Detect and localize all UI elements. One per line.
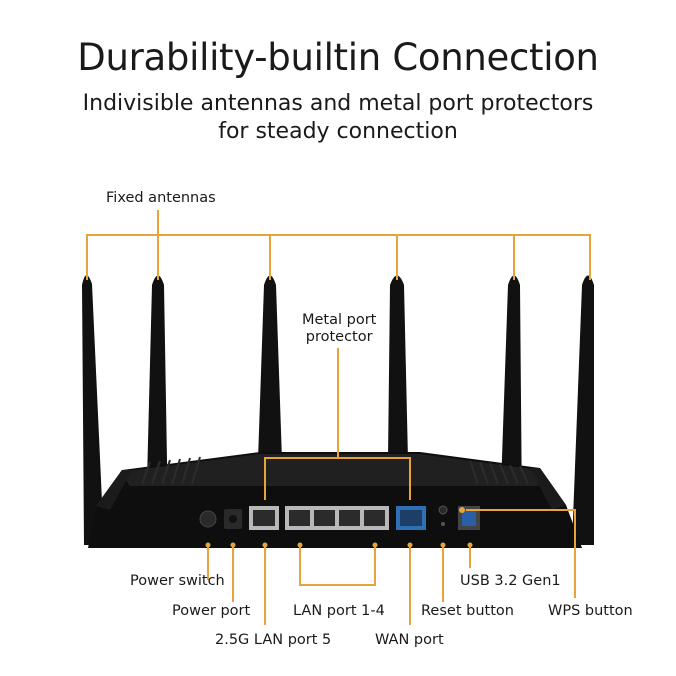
lan-ports-1-4-icon xyxy=(285,506,389,530)
page-subtitle: Indivisible antennas and metal port prot… xyxy=(0,90,676,146)
wan-port-icon xyxy=(396,506,426,530)
usb-label: USB 3.2 Gen1 xyxy=(460,573,561,589)
antenna-1 xyxy=(82,275,104,545)
lan-port-5-icon xyxy=(249,506,279,530)
wps-callout xyxy=(466,509,576,598)
reset-button-icon xyxy=(438,505,448,526)
metal-port-protector-line-2: protector xyxy=(305,329,373,345)
power-port-label: Power port xyxy=(172,603,251,619)
antennas xyxy=(82,275,594,545)
metal-port-protector-label: Metal port protector xyxy=(302,312,376,346)
lan-port-5-label: 2.5G LAN port 5 xyxy=(215,632,332,648)
callout-dots xyxy=(205,507,473,548)
page-title: Durability-builtin Connection xyxy=(77,36,599,79)
metal-port-protector-line-1: Metal port xyxy=(302,312,377,328)
power-switch-icon xyxy=(199,510,217,528)
fixed-antennas-label: Fixed antennas xyxy=(106,190,216,206)
router-body xyxy=(88,452,582,548)
antenna-2 xyxy=(146,275,168,520)
wps-button-label: WPS button xyxy=(548,603,633,619)
reset-button-label: Reset button xyxy=(421,603,514,619)
antenna-3 xyxy=(258,275,282,460)
metal-port-protector-callout xyxy=(264,348,411,500)
power-switch-label: Power switch xyxy=(130,573,225,589)
wan-port-label: WAN port xyxy=(375,632,444,648)
subtitle-line-2: for steady connection xyxy=(218,119,458,144)
subtitle-line-1: Indivisible antennas and metal port prot… xyxy=(82,91,594,116)
antenna-5 xyxy=(500,275,522,515)
power-port-icon xyxy=(224,509,242,529)
antenna-callout xyxy=(86,210,591,280)
antenna-6 xyxy=(572,275,594,545)
lan-port-1-4-label: LAN port 1-4 xyxy=(293,603,385,619)
lan-1-4-callout xyxy=(299,545,376,586)
antenna-4 xyxy=(388,275,408,460)
callout-lines xyxy=(86,210,591,625)
